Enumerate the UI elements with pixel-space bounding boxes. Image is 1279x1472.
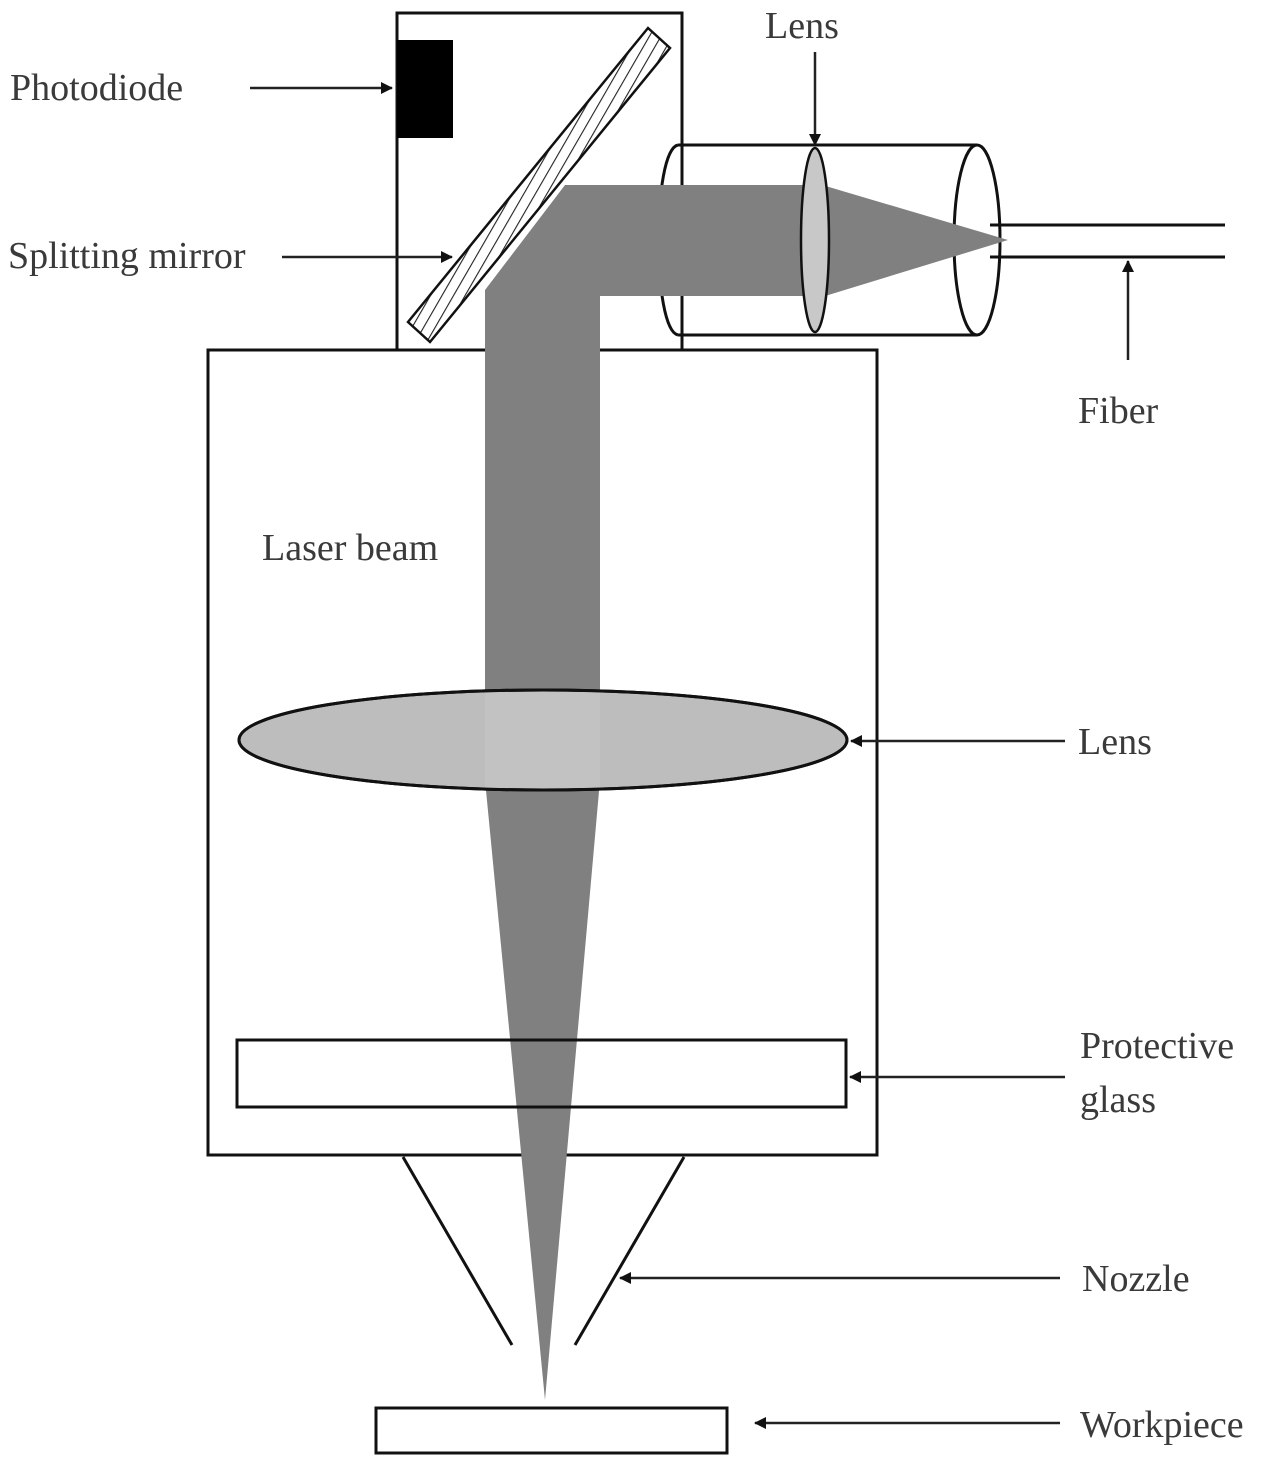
lens-top <box>799 146 831 334</box>
lens-main-outline <box>237 688 849 792</box>
label-protective-glass-2: glass <box>1080 1079 1156 1121</box>
beam-through-lens <box>485 692 600 788</box>
laser-beam-vertical <box>485 290 600 700</box>
label-lens-main: Lens <box>1078 721 1152 763</box>
label-lens-top: Lens <box>765 5 839 47</box>
photodiode <box>397 40 453 138</box>
label-photodiode: Photodiode <box>10 67 183 109</box>
splitting-mirror <box>406 26 672 344</box>
nozzle <box>401 1156 686 1346</box>
laser-beam-fiber-cone <box>812 182 1008 300</box>
label-fiber: Fiber <box>1078 390 1159 432</box>
label-nozzle: Nozzle <box>1082 1258 1190 1300</box>
beam-through-glass <box>519 1042 572 1105</box>
protective-glass <box>235 1038 848 1109</box>
workpiece <box>374 1406 729 1455</box>
label-protective-glass-1: Protective <box>1080 1025 1234 1067</box>
label-workpiece: Workpiece <box>1080 1404 1244 1446</box>
label-laser-beam: Laser beam <box>262 527 438 569</box>
fiber <box>990 223 1225 259</box>
label-splitting-mirror: Splitting mirror <box>8 235 246 277</box>
